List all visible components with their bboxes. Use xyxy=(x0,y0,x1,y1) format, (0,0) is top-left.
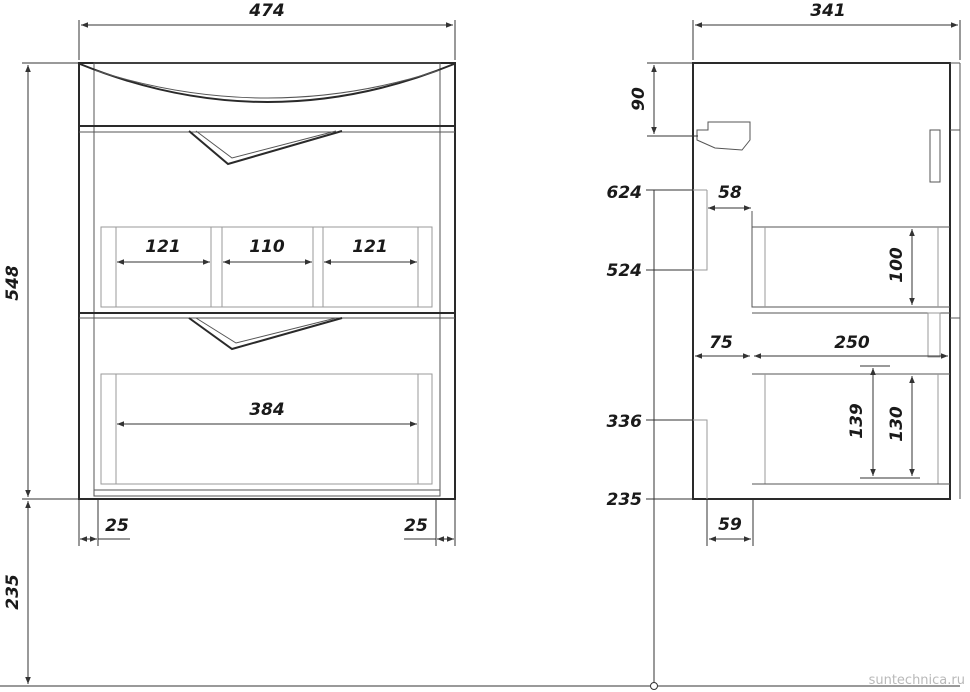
side-view: 341 90 624 524 336 235 58 100 75 250 139 xyxy=(607,1,961,690)
dim-upper-left: 121 xyxy=(145,237,181,257)
dim-leg-height: 235 xyxy=(3,574,23,610)
dim-upper-offset: 58 xyxy=(718,183,742,203)
front-cabinet-inner xyxy=(93,62,441,497)
front-cabinet-outline xyxy=(78,62,456,500)
dim-height-front: 548 xyxy=(3,265,23,301)
siphon xyxy=(696,121,751,151)
level-624: 624 xyxy=(607,183,643,203)
upper-handle xyxy=(188,130,343,166)
level-235: 235 xyxy=(607,490,643,510)
dim-upper-middle: 110 xyxy=(249,237,285,257)
watermark: suntechnica.ru xyxy=(869,673,965,688)
dim-lower-width: 384 xyxy=(249,400,285,420)
dim-upper-drawer-height: 100 xyxy=(887,247,907,283)
dim-front-offset: 75 xyxy=(709,333,733,353)
dim-lower-height-inner: 130 xyxy=(887,406,907,442)
dim-drawer-depth: 250 xyxy=(834,333,870,353)
dim-depth-side: 341 xyxy=(810,1,846,21)
dim-inset-left: 25 xyxy=(105,516,129,536)
dim-inset-right: 25 xyxy=(404,516,428,536)
side-handle xyxy=(929,129,941,183)
dim-bottom-offset: 59 xyxy=(718,515,742,535)
upper-drawer-box xyxy=(100,226,433,308)
basin-curve xyxy=(79,63,455,103)
dim-upper-right: 121 xyxy=(352,237,388,257)
dim-basin-height: 90 xyxy=(629,87,649,111)
level-524: 524 xyxy=(607,261,643,281)
lower-drawer-box xyxy=(100,373,433,485)
lower-handle xyxy=(188,317,343,351)
ground-reference-point xyxy=(650,682,658,690)
dim-width-front: 474 xyxy=(248,1,285,21)
side-cabinet-outline xyxy=(692,62,951,500)
level-336: 336 xyxy=(607,412,643,432)
dim-lower-height-outer: 139 xyxy=(847,403,867,439)
